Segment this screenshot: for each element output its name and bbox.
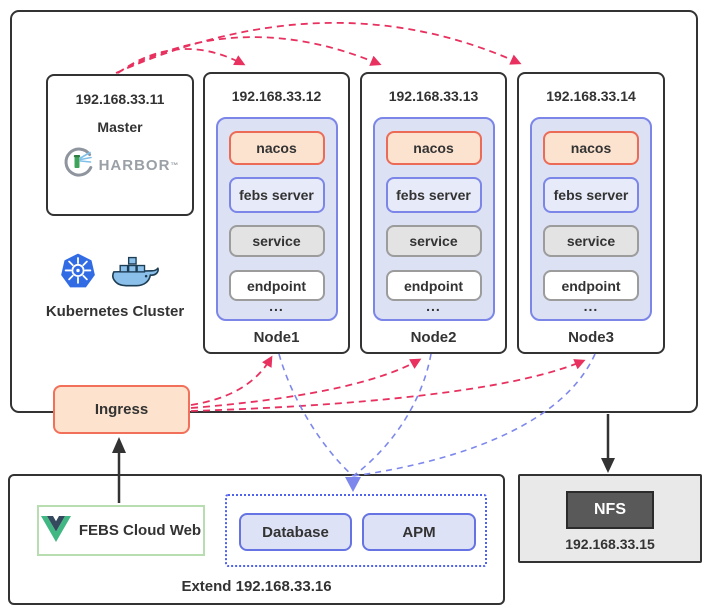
node3-ip: 192.168.33.14 [546, 88, 636, 104]
node2-ip: 192.168.33.13 [388, 88, 479, 104]
harbor-wordmark: HARBOR [98, 156, 171, 174]
node1-box: 192.168.33.12 nacos febs server service … [203, 72, 350, 354]
node2-endpoint: endpoint [385, 270, 482, 301]
node2-febs-server: febs server [385, 177, 482, 213]
node1-ellipsis: ... [269, 298, 284, 314]
nfs-ip: 192.168.33.15 [565, 536, 655, 552]
harbor-lighthouse-icon [62, 146, 96, 184]
node3-service: service [543, 225, 639, 257]
febs-cloud-web-label: FEBS Cloud Web [78, 522, 202, 539]
node1-pod-panel: nacos febs server service endpoint ... [215, 117, 338, 321]
febs-cloud-web-box: FEBS Cloud Web [37, 505, 205, 556]
cluster-label: Kubernetes Cluster [45, 303, 185, 320]
node3-nacos: nacos [543, 131, 639, 165]
node3-ellipsis: ... [583, 298, 599, 314]
master-role-label: Master [97, 119, 143, 135]
middleware-dotted-box: Database APM [225, 494, 487, 567]
node2-service: service [385, 225, 482, 257]
vue-icon [40, 515, 71, 546]
arrow-cluster-to-nfs-head [601, 458, 615, 473]
apm-box: APM [362, 513, 476, 551]
extend-host-label: Extend 192.168.33.16 [181, 578, 332, 595]
harbor-trademark: ™ [170, 160, 179, 170]
node1-service: service [228, 225, 325, 257]
node1-febs-server: febs server [228, 177, 325, 213]
node2-pod-panel: nacos febs server service endpoint ... [372, 117, 495, 321]
node3-name: Node3 [568, 329, 614, 346]
node1-name: Node1 [253, 329, 300, 346]
node1-endpoint: endpoint [228, 270, 325, 301]
master-ip: 192.168.33.11 [75, 91, 165, 107]
node3-febs-server: febs server [543, 177, 639, 213]
kubernetes-icon [60, 252, 96, 295]
node3-endpoint: endpoint [543, 270, 639, 301]
node3-box: 192.168.33.14 nacos febs server service … [517, 72, 665, 354]
node2-ellipsis: ... [426, 298, 441, 314]
node3-pod-panel: nacos febs server service endpoint ... [530, 117, 652, 321]
nfs-server-box: NFS 192.168.33.15 [518, 474, 702, 563]
extend-host-box: FEBS Cloud Web Database APM Extend 192.1… [8, 474, 505, 605]
docker-icon [110, 256, 160, 297]
arrow-web-to-ingress-head [112, 437, 126, 453]
harbor-logo: HARBOR ™ [62, 146, 179, 184]
database-box: Database [239, 513, 352, 551]
node1-ip: 192.168.33.12 [231, 88, 322, 104]
node2-box: 192.168.33.13 nacos febs server service … [360, 72, 507, 354]
node2-nacos: nacos [385, 131, 482, 165]
master-node-box: 192.168.33.11 Master HARBOR ™ [46, 74, 194, 216]
nfs-label: NFS [566, 491, 654, 529]
node1-nacos: nacos [228, 131, 325, 165]
ingress-box: Ingress [53, 385, 190, 434]
node2-name: Node2 [410, 329, 457, 346]
